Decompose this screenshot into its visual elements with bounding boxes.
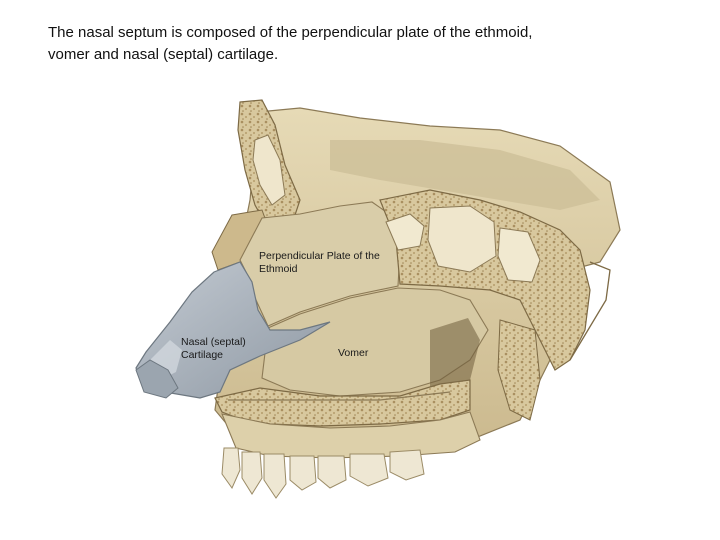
alar-cartilage <box>135 359 179 399</box>
tooth-incisor-2 <box>241 451 263 495</box>
sphenoid-sinus-1 <box>385 213 425 251</box>
tooth-incisor-1 <box>221 447 241 490</box>
tooth-premolar-1 <box>289 455 317 491</box>
title-line-1: The nasal septum is composed of the perp… <box>48 24 533 41</box>
label-nasal-cartilage: Nasal (septal) Cartilage <box>181 336 246 361</box>
title-line-2: vomer and nasal (septal) cartilage. <box>48 46 279 63</box>
cranial-shadow <box>330 140 600 210</box>
tooth-premolar-2 <box>317 455 347 489</box>
nasal-septal-cartilage <box>135 261 331 399</box>
teeth <box>221 447 425 499</box>
label-vomer: Vomer <box>338 347 369 359</box>
label-perpendicular-plate: Perpendicular Plate of the Ethmoid <box>259 250 380 275</box>
posterior-cut-edge <box>569 261 611 361</box>
tooth-molar-1 <box>349 453 389 487</box>
sphenoid-sinus-3 <box>497 227 541 283</box>
tooth-molar-2 <box>389 449 425 481</box>
frontal-sinus <box>252 134 286 206</box>
sphenoid-sinus-2 <box>427 205 497 273</box>
pterygoid-plate <box>497 319 541 421</box>
tooth-canine <box>263 453 287 499</box>
slide-title: The nasal septum is composed of the perp… <box>48 22 668 66</box>
nasal-floor-line <box>228 391 451 401</box>
